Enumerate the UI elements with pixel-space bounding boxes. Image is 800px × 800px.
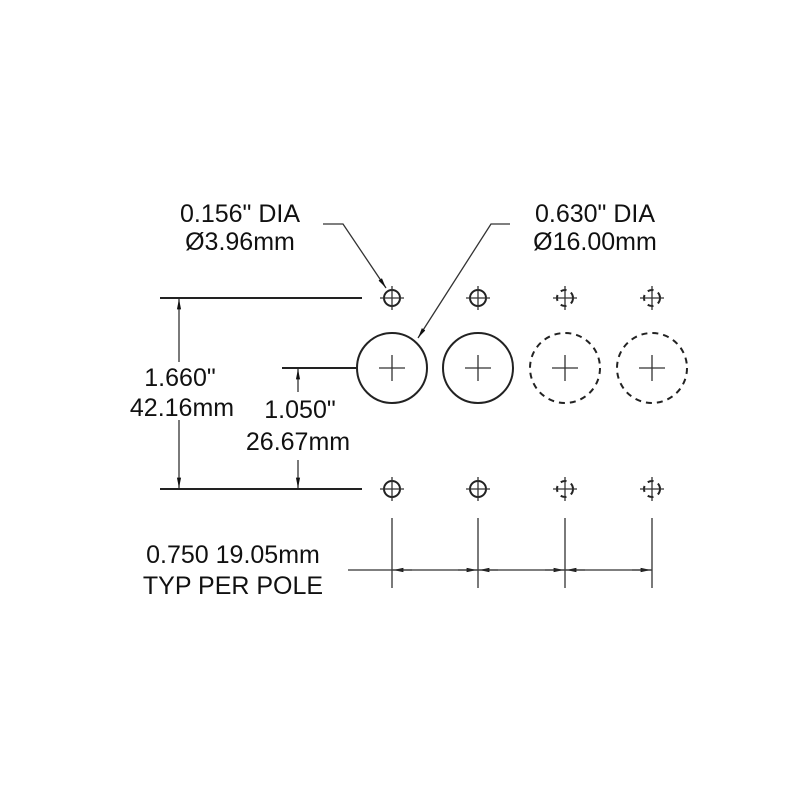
poles — [356, 286, 688, 588]
small-hole-centermark — [466, 477, 490, 501]
overall-height-inch: 1.660" — [144, 364, 215, 392]
large-hole-dia-mm: Ø16.00mm — [533, 228, 657, 256]
center-height-mm: 26.67mm — [246, 428, 350, 456]
large-hole — [356, 332, 428, 404]
small-hole-dia-mm: Ø3.96mm — [185, 228, 295, 256]
small-hole-centermark — [553, 477, 577, 501]
small-hole-centermark — [380, 286, 404, 310]
small-hole-centermark — [553, 286, 577, 310]
small-hole-centermark — [466, 286, 490, 310]
small-hole-leader — [323, 223, 387, 289]
pole-spacing-note: TYP PER POLE — [143, 572, 323, 600]
small-hole-centermark — [640, 286, 664, 310]
pole-spacing-value: 0.750 19.05mm — [146, 541, 320, 569]
small-hole-centermark — [380, 477, 404, 501]
large-hole-leader — [417, 223, 510, 339]
large-hole-centermark — [379, 355, 405, 381]
center-height-inch: 1.050" — [264, 396, 335, 424]
overall-height-mm: 42.16mm — [130, 394, 234, 422]
large-hole — [529, 332, 601, 404]
large-hole-dia-inch: 0.630" DIA — [535, 200, 655, 228]
large-hole-centermark — [639, 355, 665, 381]
large-hole — [442, 332, 514, 404]
large-hole-centermark — [465, 355, 491, 381]
small-hole-dia-inch: 0.156" DIA — [180, 200, 300, 228]
large-hole-centermark — [552, 355, 578, 381]
small-hole-centermark — [640, 477, 664, 501]
large-hole — [616, 332, 688, 404]
